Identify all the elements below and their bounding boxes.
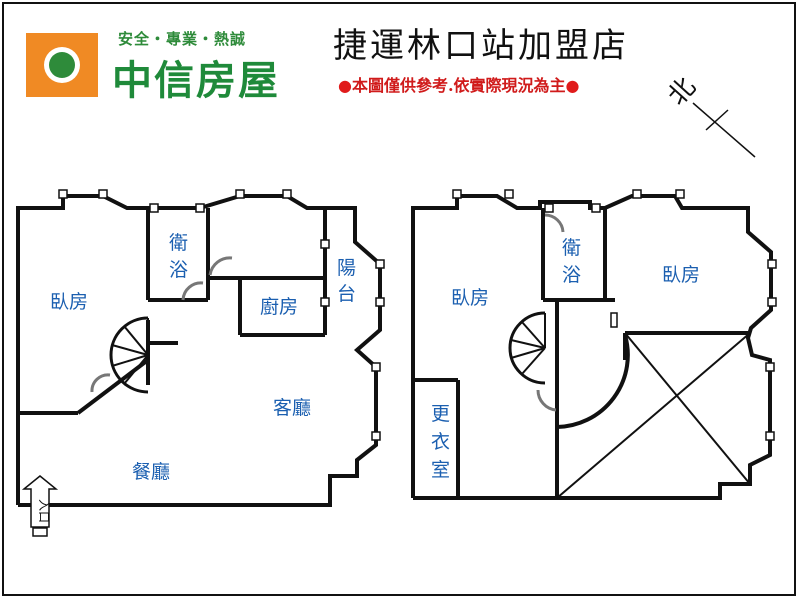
- stair-step: [521, 321, 546, 349]
- void-cross: [624, 332, 751, 485]
- window-mark: [371, 431, 381, 441]
- entrance-label: 入口: [37, 499, 51, 523]
- window-mark: [320, 297, 330, 307]
- room-bedroom: 臥房: [50, 291, 88, 313]
- room-balcony-bottom: 台: [337, 283, 356, 305]
- window-mark: [58, 189, 68, 199]
- spiral-stair-right: [508, 311, 546, 385]
- globe-icon: [49, 52, 75, 78]
- window-mark: [195, 203, 205, 213]
- red-dot-icon: ●: [338, 76, 352, 95]
- door-arc: [208, 256, 233, 276]
- door-arc: [90, 373, 111, 393]
- door-swings-left: [90, 256, 233, 393]
- brand-logo: [26, 33, 98, 97]
- door-arc: [181, 281, 204, 301]
- room-balcony-top: 陽: [337, 257, 356, 279]
- curved-wall: [556, 334, 630, 429]
- room-bedroom-left: 臥房: [451, 287, 489, 309]
- room-bath-top: 衛: [562, 237, 581, 259]
- window-mark: [632, 189, 642, 199]
- window-mark: [149, 203, 159, 213]
- room-bath-top: 衛: [169, 232, 188, 254]
- spiral-stair-left: [109, 316, 149, 394]
- window-mark: [675, 189, 685, 199]
- stair-outline: [508, 311, 546, 385]
- room-closet-3: 室: [431, 459, 450, 481]
- compass-tick: [705, 109, 729, 131]
- room-bath-bottom: 浴: [169, 259, 188, 281]
- window-markers-right: [452, 189, 777, 441]
- door-swings-right: [536, 213, 565, 412]
- brand-slogan: 安全・專業・熱誠: [118, 30, 247, 48]
- window-mark: [452, 189, 462, 199]
- stair-step: [510, 339, 546, 349]
- window-mark: [235, 189, 245, 199]
- door-arc: [536, 389, 557, 412]
- red-dot-icon: ●: [565, 76, 580, 95]
- room-living: 客廳: [273, 397, 311, 419]
- outer-wall-left: [16, 194, 382, 507]
- window-mark: [375, 259, 385, 269]
- window-mark: [765, 362, 775, 372]
- stair-step: [111, 344, 149, 356]
- stair-step: [111, 354, 149, 367]
- disclaimer-text: 本圖僅供參考.依實際現況為主: [351, 76, 566, 95]
- window-mark: [282, 189, 292, 199]
- floor-plan-right: [411, 194, 773, 500]
- room-kitchen: 廚房: [260, 295, 298, 318]
- window-mark: [98, 189, 108, 199]
- room-closet-1: 更: [431, 403, 450, 425]
- void-cross: [556, 332, 751, 499]
- door-arc: [544, 213, 565, 233]
- entrance-arrow-icon: [21, 475, 59, 528]
- stair-step: [123, 325, 149, 356]
- window-mark: [544, 203, 554, 213]
- window-mark: [504, 189, 514, 199]
- room-dining: 餐廳: [132, 461, 170, 483]
- room-closet-2: 衣: [431, 431, 450, 453]
- window-mark: [591, 203, 601, 213]
- stair-step: [123, 354, 149, 385]
- window-mark: [375, 297, 385, 307]
- stair-outline: [109, 316, 149, 394]
- window-mark: [765, 431, 775, 441]
- stair-step: [521, 347, 546, 375]
- disclaimer: ●本圖僅供參考.依實際現況為主●: [338, 72, 580, 96]
- room-bedroom-right: 臥房: [662, 264, 700, 286]
- room-bath-bottom: 浴: [562, 264, 581, 286]
- window-mark: [767, 297, 777, 307]
- window-mark: [767, 259, 777, 269]
- window-mark: [610, 312, 618, 328]
- floor-plan-left: [16, 194, 382, 507]
- stair-step: [510, 347, 546, 359]
- store-name: 捷運林口站加盟店: [333, 26, 629, 66]
- window-mark: [320, 239, 330, 249]
- entrance-step: [32, 527, 48, 537]
- outer-wall-right: [411, 194, 773, 500]
- brand-name: 中信房屋: [112, 58, 280, 104]
- window-mark: [371, 362, 381, 372]
- window-markers-left: [58, 189, 385, 441]
- compass-line: [692, 102, 756, 158]
- compass: 北: [662, 72, 756, 158]
- entrance-arrow: 入口: [21, 475, 59, 537]
